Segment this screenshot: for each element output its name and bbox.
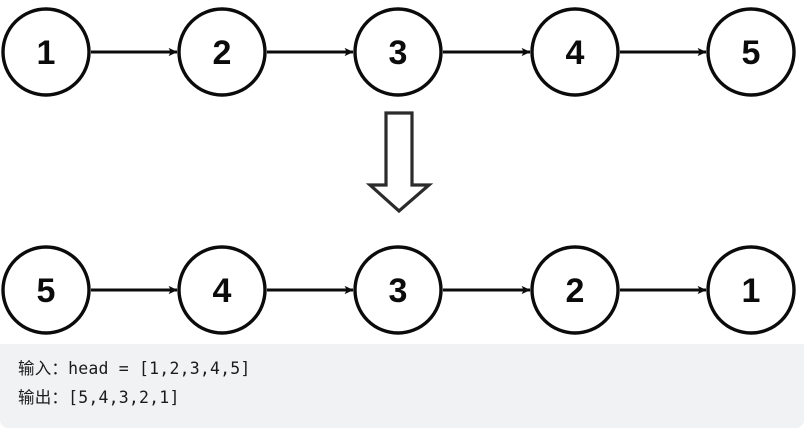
node-value-label: 4 (566, 34, 585, 72)
top-row-group: 1 2 3 4 5 (1, 7, 796, 97)
node-circle (177, 245, 267, 335)
original-list-node-2: 2 (177, 7, 267, 97)
node-value-label: 2 (213, 34, 232, 72)
node-circle (353, 245, 443, 335)
caption-output-line: 输出：[5,4,3,2,1] (18, 388, 180, 407)
node-circle (1, 245, 91, 335)
reversed-list-node-1: 5 (1, 245, 91, 335)
reversed-list-node-3: 3 (353, 245, 443, 335)
node-circle (530, 245, 620, 335)
node-value-label: 5 (37, 272, 56, 310)
reversed-list-node-5: 1 (706, 245, 796, 335)
node-value-label: 3 (389, 272, 408, 310)
original-list-node-3: 3 (353, 7, 443, 97)
original-list-node-5: 5 (706, 7, 796, 97)
caption-input-line: 输入：head = [1,2,3,4,5] (18, 359, 251, 378)
node-circle (706, 245, 796, 335)
original-list-node-4: 4 (530, 7, 620, 97)
node-circle (530, 7, 620, 97)
original-list-node-1: 1 (1, 7, 91, 97)
node-circle (177, 7, 267, 97)
node-value-label: 1 (37, 34, 56, 72)
node-circle (706, 7, 796, 97)
node-value-label: 3 (389, 34, 408, 72)
node-value-label: 5 (742, 34, 761, 72)
reversed-list-node-4: 2 (530, 245, 620, 335)
node-circle (1, 7, 91, 97)
bottom-row-group: 5 4 3 2 1 (1, 245, 796, 335)
node-value-label: 2 (566, 272, 585, 310)
block-arrow-down-icon (365, 111, 434, 214)
node-circle (353, 7, 443, 97)
node-value-label: 4 (213, 272, 232, 310)
caption-box: 输入：head = [1,2,3,4,5] 输出：[5,4,3,2,1] (0, 344, 804, 428)
node-value-label: 1 (742, 272, 761, 310)
reverse-arrow-icon (365, 111, 434, 214)
reversed-list-node-2: 4 (177, 245, 267, 335)
